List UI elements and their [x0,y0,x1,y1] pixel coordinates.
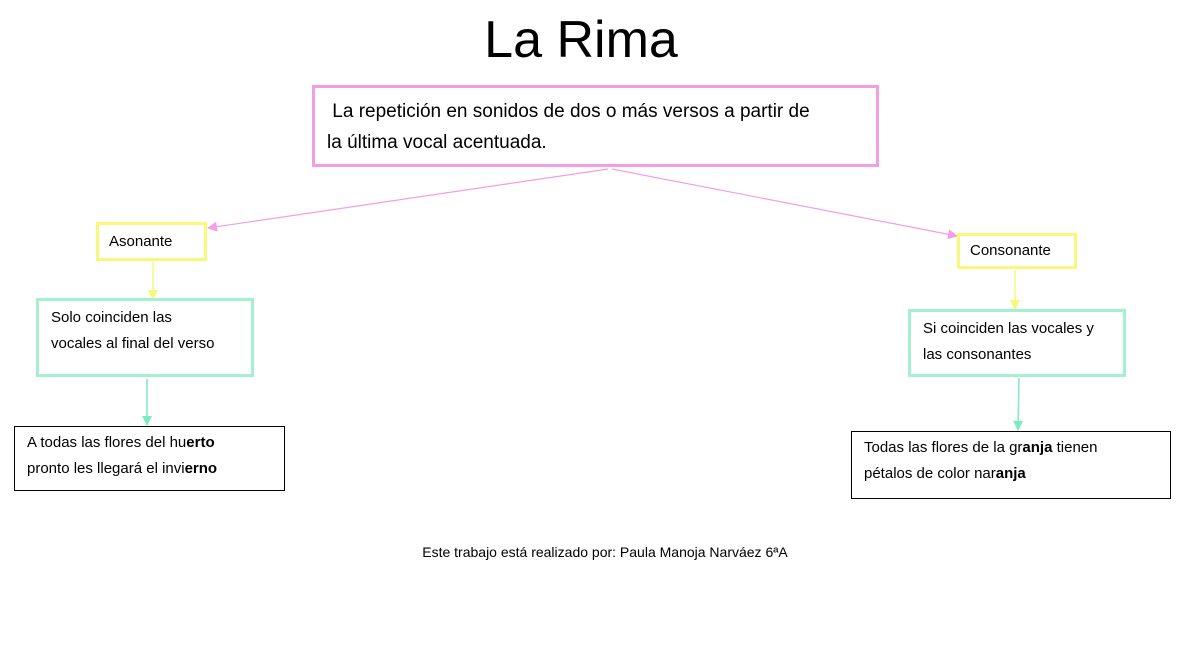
arrow-definition-to-consonante [611,168,958,240]
asonante-example-box: A todas las flores del huerto pronto les… [14,426,285,491]
asonante-description-line-1: Solo coinciden las [51,309,172,326]
asonante-example-line-1: A todas las flores del huerto [27,430,274,456]
consonante-description-box: Si coinciden las vocales y las consonant… [908,309,1126,377]
arrow-definition-to-asonante [207,168,609,232]
asonante-example-line-1-text: A todas las flores del hu [27,434,187,451]
consonante-example-line-1-tail: tienen [1052,439,1098,456]
consonante-example-line-1: Todas las flores de la granja tienen [864,435,1160,461]
consonante-example-line-1-text: Todas las flores de la gr [864,439,1023,456]
asonante-box: Asonante [96,222,207,261]
asonante-example-line-2-rhyme: erno [184,460,218,477]
asonante-example-line-2: pronto les llegará el invierno [27,456,274,482]
definition-line-1: La repetición en sonidos de dos o más ve… [327,101,810,122]
arrow-consonante-description-to-example [1013,377,1024,431]
asonante-description-box: Solo coinciden las vocales al final del … [36,298,254,377]
consonante-example-line-2-text: pétalos de color nar [864,465,996,482]
consonante-example-line-2-rhyme: anja [995,465,1026,482]
consonante-box: Consonante [957,233,1077,269]
asonante-label: Asonante [109,233,173,250]
consonante-description-line-2: las consonantes [923,346,1032,363]
asonante-example-line-2-text: pronto les llegará el invi [27,460,185,477]
consonante-example-line-2: pétalos de color naranja [864,461,1160,487]
definition-box: La repetición en sonidos de dos o más ve… [312,85,879,167]
consonante-example-line-1-rhyme: anja [1022,439,1053,456]
definition-line-2: la última vocal acentuada. [327,132,547,153]
consonante-label: Consonante [970,242,1051,259]
consonante-example-box: Todas las flores de la granja tienen pét… [851,431,1171,499]
author-credit: Este trabajo está realizado por: Paula M… [422,544,788,560]
asonante-example-line-1-rhyme: erto [186,434,215,451]
diagram-title: La Rima [484,11,678,69]
consonante-description-line-1: Si coinciden las vocales y [923,320,1094,337]
asonante-description-line-2: vocales al final del verso [51,335,215,352]
